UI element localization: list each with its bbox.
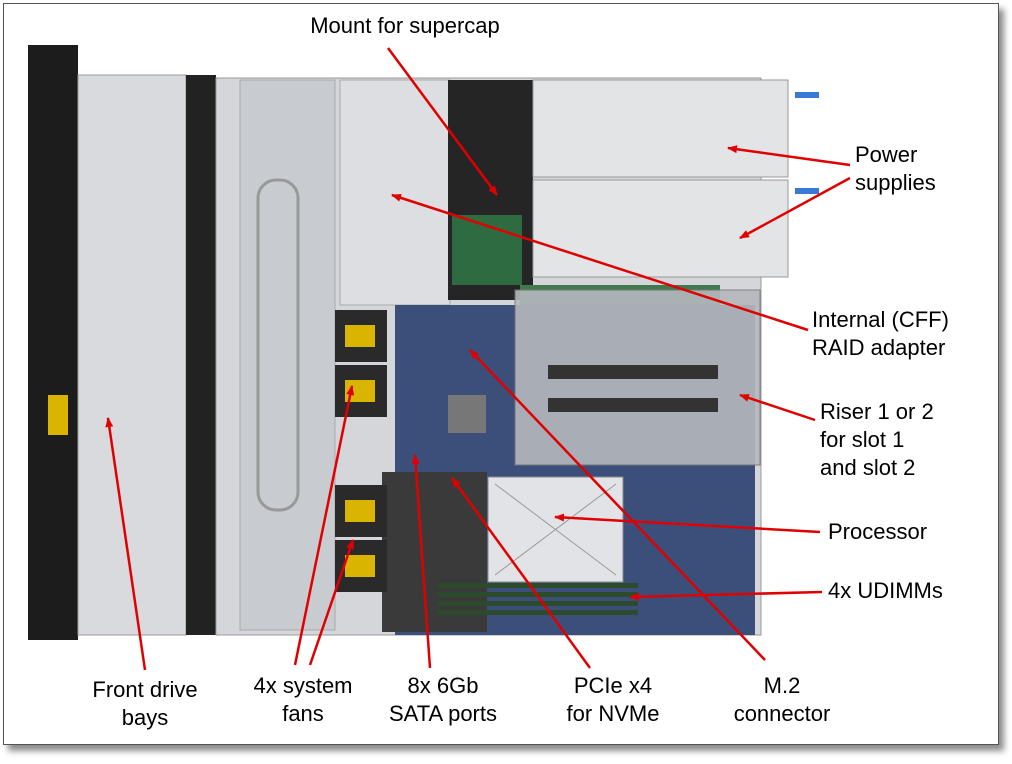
- label-line: 4x system: [253, 673, 353, 698]
- arrow-fan-upper: [293, 385, 355, 666]
- label-riser: Riser 1 or 2 for slot 1 and slot 2: [820, 398, 934, 482]
- label-line: M.2: [763, 673, 801, 698]
- arrow-drive-bays: [105, 417, 147, 671]
- label-line: Internal (CFF): [812, 307, 949, 332]
- udimm: [438, 601, 638, 606]
- arrow-processor: [554, 513, 821, 534]
- arrow-psu2: [727, 145, 851, 167]
- fan-duct: [382, 472, 487, 632]
- label-supercap: Mount for supercap: [310, 13, 500, 38]
- pch-heatsink: [448, 395, 486, 433]
- riser-slot: [548, 365, 718, 379]
- supercap-area: [339, 79, 451, 306]
- riser-slot: [548, 398, 718, 412]
- psu-latch: [795, 92, 819, 98]
- label-power: Power supplies: [855, 141, 936, 197]
- arrow-psu1: [739, 176, 851, 240]
- drive-bays: [77, 74, 187, 636]
- label-line: and slot 2: [820, 455, 916, 480]
- baffle-handle: [256, 178, 300, 512]
- udimm: [438, 610, 638, 615]
- udimm: [438, 583, 638, 588]
- label-line: fans: [282, 701, 324, 726]
- psu-1: [532, 179, 789, 278]
- label-pcie: PCIe x4 for NVMe: [567, 672, 660, 728]
- arrow-riser: [739, 393, 816, 422]
- psu-latch: [795, 188, 819, 194]
- label-line: 8x 6Gb: [407, 673, 479, 698]
- label-line: connector: [733, 701, 831, 726]
- label-line: Riser 1 or 2: [820, 399, 934, 424]
- label-m2: M.2 connector: [734, 672, 831, 728]
- backplane: [186, 75, 216, 635]
- arrow-m2: [469, 349, 766, 661]
- label-line: SATA ports: [388, 701, 498, 726]
- arrow-fan-lower: [308, 539, 355, 666]
- label-raid: Internal (CFF) RAID adapter: [812, 306, 949, 362]
- label-line: for slot 1: [820, 427, 905, 452]
- label-processor: Processor: [828, 519, 928, 544]
- psu-2: [532, 79, 789, 178]
- label-udimms: 4x UDIMMs: [828, 578, 943, 603]
- front-bezel: [28, 45, 78, 640]
- label-line: supplies: [855, 170, 936, 195]
- arrow-supercap: [386, 47, 499, 196]
- arrow-raid: [391, 193, 809, 332]
- air-baffle: [239, 79, 336, 631]
- arrow-udimms: [629, 590, 823, 601]
- cfg-label: [48, 395, 68, 435]
- label-line: PCIe x4: [573, 673, 653, 698]
- label-line: Power: [855, 142, 918, 167]
- label-line: RAID adapter: [812, 335, 946, 360]
- label-line: bays: [121, 705, 169, 730]
- label-line: Front drive: [92, 677, 198, 702]
- label-drive-bays: Front drive bays: [92, 676, 197, 732]
- arrow-pcie: [450, 477, 592, 669]
- label-line: for NVMe: [566, 701, 660, 726]
- arrow-sata: [411, 454, 432, 669]
- label-fans: 4x system fans: [253, 672, 352, 728]
